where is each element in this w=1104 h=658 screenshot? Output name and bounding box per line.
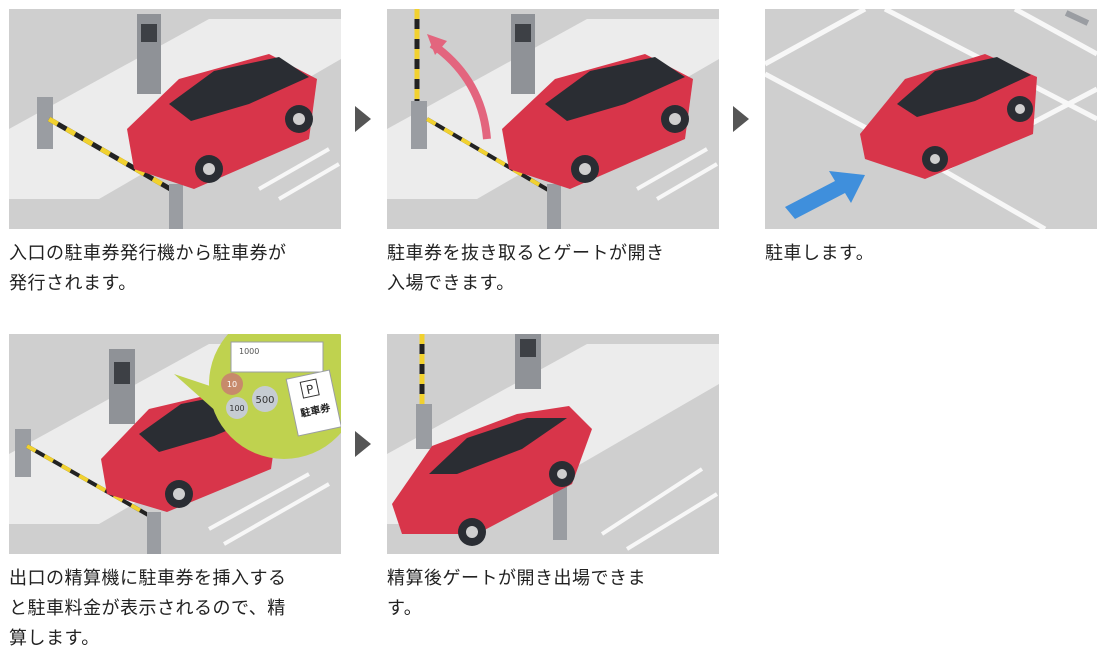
coin-100-label: 100 [229, 404, 244, 413]
coin-500-label: 500 [255, 395, 274, 406]
next-step-arrow [355, 106, 371, 132]
banknote-icon [230, 341, 324, 373]
step-3: 駐車します。 [765, 9, 1097, 269]
step-5: 精算後ゲートが開き出場できま す。 [387, 334, 719, 624]
ticket-mark: P [305, 382, 315, 397]
step-caption: 入口の駐車券発行機から駐車券が 発行されます。 [9, 243, 287, 294]
direction-arrow-icon [785, 171, 865, 219]
step-caption: 出口の精算機に駐車券を挿入する と駐車料金が表示されるので、精 算します。 [9, 568, 287, 649]
speech-bubble: 1000 10 100 500 P 駐車券 [174, 334, 341, 459]
step-4: 1000 10 100 500 P 駐車券 出口の精算機に駐車券を挿入する と駐… [9, 334, 341, 654]
step-caption: 駐車します。 [765, 243, 875, 264]
car-shape [127, 54, 317, 189]
coin-500-icon [252, 386, 278, 412]
car-shape [392, 406, 592, 546]
next-step-arrow [355, 431, 371, 457]
step-1-illustration [9, 9, 341, 229]
step-caption: 精算後ゲートが開き出場できま す。 [387, 568, 646, 619]
step-caption: 駐車券を抜き取るとゲートが開き 入場できます。 [387, 243, 665, 294]
coin-100-icon [226, 397, 248, 419]
next-step-arrow [733, 106, 749, 132]
step-3-illustration [765, 9, 1097, 229]
car-shape [502, 54, 693, 189]
step-5-illustration [387, 334, 719, 554]
coin-10-label: 10 [227, 380, 237, 389]
banknote-value: 1000 [239, 347, 259, 356]
step-2: 駐車券を抜き取るとゲートが開き 入場できます。 [387, 9, 719, 299]
coin-10-icon [221, 373, 243, 395]
step-2-illustration [387, 9, 719, 229]
step-4-illustration: 1000 10 100 500 P 駐車券 [9, 334, 341, 554]
car-shape [860, 54, 1037, 179]
step-1: 入口の駐車券発行機から駐車券が 発行されます。 [9, 9, 341, 299]
parking-ticket-icon: P 駐車券 [285, 369, 341, 437]
payment-machine [109, 349, 135, 424]
